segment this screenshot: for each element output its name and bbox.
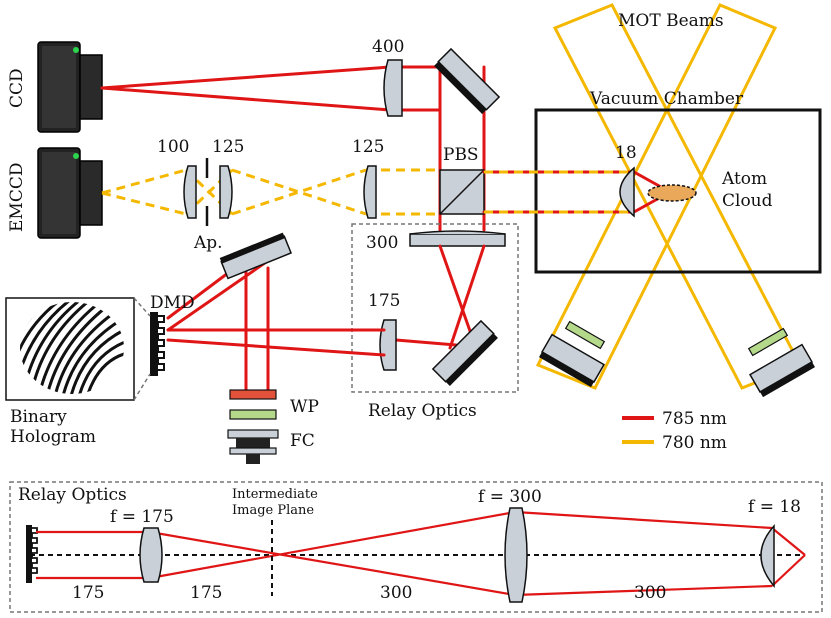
aperture-label: Ap. bbox=[193, 233, 223, 253]
fiber-coupler bbox=[227, 429, 279, 464]
intermediate-label: Intermediate bbox=[232, 487, 318, 502]
vacuum-chamber bbox=[534, 108, 822, 274]
atom-cloud bbox=[647, 184, 697, 202]
yellow-beams-emccd bbox=[101, 168, 440, 216]
relay-f175-label: f = 175 bbox=[110, 507, 174, 527]
pbs-label: PBS bbox=[443, 145, 479, 165]
lens-175 bbox=[379, 319, 397, 371]
lens-100-label: 100 bbox=[157, 137, 189, 157]
waveplate-red bbox=[229, 389, 277, 400]
legend: 785 nm 780 nm bbox=[622, 409, 727, 453]
legend-780-label: 780 nm bbox=[662, 433, 727, 453]
hologram-box bbox=[5, 297, 135, 401]
pbs-cube bbox=[439, 169, 485, 215]
relay-distance-1: 175 bbox=[72, 583, 104, 603]
mot-optics-right bbox=[747, 327, 815, 398]
lens-175-label: 175 bbox=[368, 291, 400, 311]
relay-lens-300 bbox=[504, 507, 528, 603]
lens-400 bbox=[383, 59, 403, 117]
lens-125b bbox=[363, 165, 377, 219]
dmd bbox=[150, 312, 165, 376]
relay-optics-label: Relay Optics bbox=[368, 401, 477, 421]
mot-waveplate-right bbox=[747, 327, 789, 357]
fc-label: FC bbox=[290, 431, 315, 451]
relay-optics-box bbox=[351, 223, 519, 393]
relay-lens-175 bbox=[139, 527, 163, 583]
lens-18 bbox=[619, 166, 635, 218]
mot-label: MOT Beams bbox=[618, 11, 724, 31]
hologram-label: Hologram bbox=[10, 427, 96, 447]
relay-f300-label: f = 300 bbox=[478, 487, 542, 507]
lens-400-label: 400 bbox=[372, 37, 404, 57]
relay-distance-4: 300 bbox=[634, 583, 666, 603]
mot-mirror-right bbox=[748, 343, 814, 393]
dmd-beams bbox=[166, 256, 386, 394]
emccd-label: EMCCD bbox=[7, 163, 27, 232]
lens-125b-label: 125 bbox=[352, 137, 384, 157]
atom-label: Atom bbox=[721, 169, 767, 189]
mot-waveplate-left bbox=[564, 320, 606, 350]
mot-mirror-left bbox=[540, 333, 606, 383]
ccd-camera bbox=[37, 41, 103, 133]
lens-18-label: 18 bbox=[615, 143, 637, 163]
relay-schematic-box bbox=[9, 481, 823, 613]
lens-300-label: 300 bbox=[366, 233, 398, 253]
beams-to-chamber bbox=[482, 170, 672, 214]
relay-distance-2: 175 bbox=[190, 583, 222, 603]
relay-schematic-title: Relay Optics bbox=[18, 485, 127, 505]
lens-125a bbox=[219, 165, 233, 219]
mot-optics-left bbox=[539, 320, 606, 388]
relay-mirror bbox=[431, 319, 498, 386]
waveplate-green bbox=[229, 409, 277, 420]
relay-distance-3: 300 bbox=[380, 583, 412, 603]
legend-785-label: 785 nm bbox=[662, 409, 727, 429]
relay-f18-label: f = 18 bbox=[748, 497, 801, 517]
dmd-mirror bbox=[219, 232, 292, 280]
binary-label: Binary bbox=[10, 407, 67, 427]
ccd-mirror bbox=[434, 47, 501, 114]
lens-100 bbox=[183, 165, 197, 219]
mot-beam-b bbox=[535, 3, 778, 390]
ccd-label: CCD bbox=[7, 68, 27, 108]
image-plane-label: Image Plane bbox=[232, 503, 314, 518]
vacuum-label: Vacuum Chamber bbox=[589, 89, 744, 109]
emccd-camera bbox=[37, 147, 103, 239]
lens-125a-label: 125 bbox=[212, 137, 244, 157]
relay-lens-18 bbox=[760, 524, 775, 589]
relay-rays bbox=[36, 510, 806, 597]
dmd-label: DMD bbox=[150, 293, 195, 313]
cloud-label: Cloud bbox=[722, 191, 773, 211]
relay-dmd bbox=[26, 525, 38, 583]
wp-label: WP bbox=[290, 397, 319, 417]
lens-300 bbox=[409, 233, 506, 247]
